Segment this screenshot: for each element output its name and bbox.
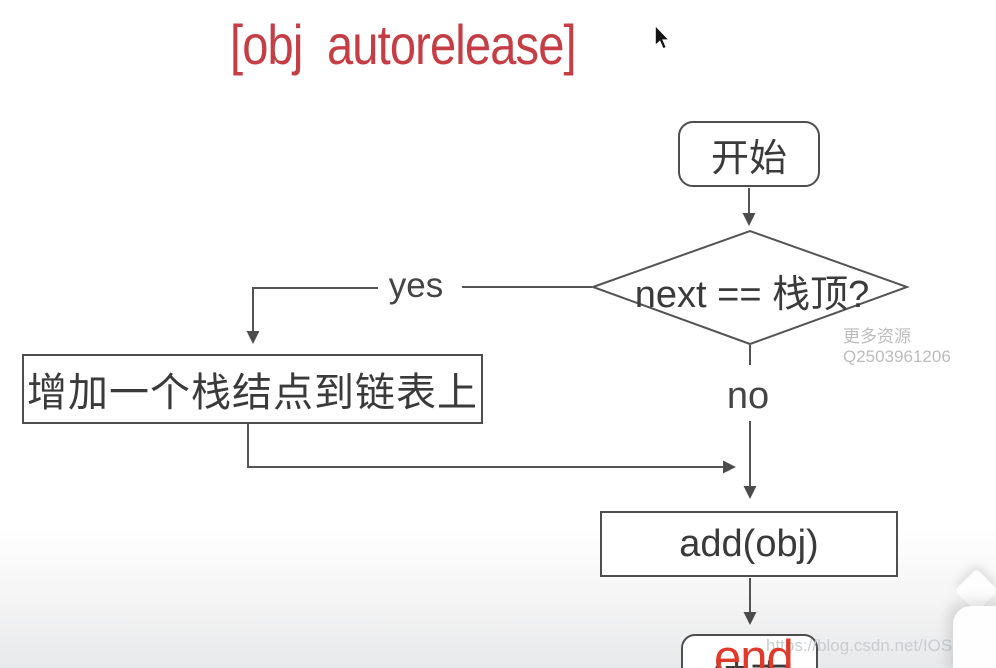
decision-node-label: next == 栈顶? — [634, 274, 870, 316]
add-node-label: add(obj) — [679, 522, 819, 565]
watermark-resource-qq: 更多资源Q2503961206 — [843, 327, 951, 366]
floating-bubble-widget[interactable] — [953, 606, 996, 668]
watermark-site-url: https://blog.csdn.net/IOSSHAN — [766, 636, 996, 655]
edge-yes-segment-2 — [246, 287, 378, 344]
edge-label-no: no — [726, 375, 770, 417]
flowchart-node-add-obj: add(obj) — [600, 511, 898, 577]
start-node-label: 开始 — [710, 137, 787, 180]
edge-branch-to-junction — [247, 424, 736, 474]
decision-diamond-shape — [590, 229, 910, 346]
flowchart-node-add-stack-node: 增加一个栈结点到链表上 — [22, 354, 483, 424]
slide-title: [obj autorelease] — [230, 13, 577, 76]
end-annotation-text: end — [714, 631, 794, 668]
end-node-label: 结束 — [710, 648, 790, 668]
flowchart-node-start: 开始 — [678, 121, 820, 187]
yes-branch-node-label: 增加一个栈结点到链表上 — [27, 371, 478, 415]
edge-label-yes: yes — [388, 266, 444, 305]
mouse-cursor-icon — [654, 23, 672, 51]
flowchart-node-end: 结束 — [681, 634, 818, 668]
